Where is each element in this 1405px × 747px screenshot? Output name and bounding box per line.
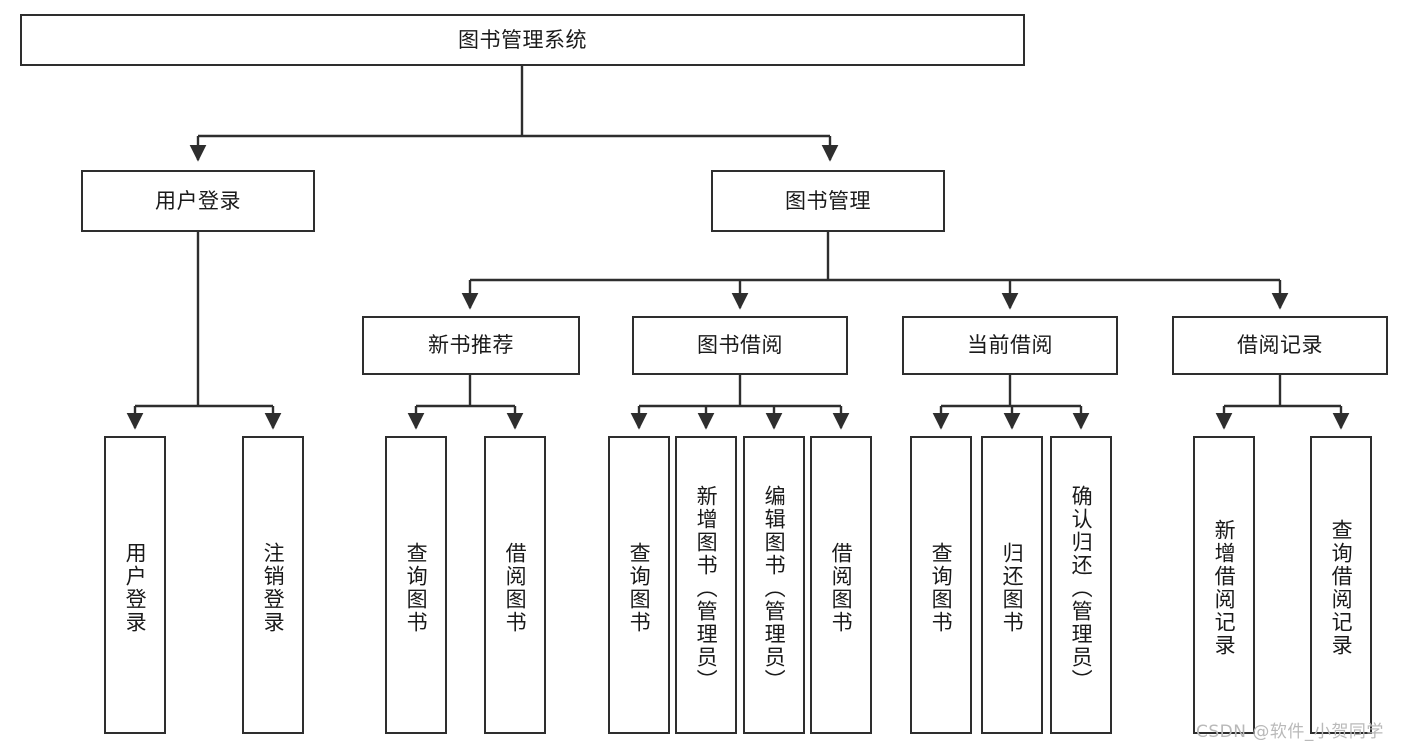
leaf-node-label: 编辑图书（管理员） (762, 484, 787, 692)
leaf-node[interactable]: 注销登录 (242, 436, 304, 734)
node-borrow-record-label: 借阅记录 (1237, 333, 1323, 358)
leaf-node-label: 查询图书 (404, 542, 429, 634)
leaf-node[interactable]: 查询借阅记录 (1310, 436, 1372, 734)
node-book-manage[interactable]: 图书管理 (711, 170, 945, 232)
leaf-node-label: 查询借阅记录 (1329, 519, 1354, 657)
leaf-node-label: 新增借阅记录 (1212, 519, 1237, 657)
leaf-node-label: 查询图书 (929, 542, 954, 634)
leaf-node[interactable]: 查询图书 (385, 436, 447, 734)
leaf-node-label: 注销登录 (261, 542, 286, 634)
leaf-node[interactable]: 归还图书 (981, 436, 1043, 734)
leaf-node[interactable]: 查询图书 (608, 436, 670, 734)
watermark-text: CSDN @软件_小贺同学 (1196, 722, 1384, 742)
leaf-node[interactable]: 新增借阅记录 (1193, 436, 1255, 734)
leaf-node-label: 新增图书（管理员） (694, 484, 719, 692)
node-new-book-rec-label: 新书推荐 (428, 333, 514, 358)
node-root[interactable]: 图书管理系统 (20, 14, 1025, 66)
leaf-node-label: 归还图书 (1000, 542, 1025, 634)
leaf-node-label: 用户登录 (123, 542, 148, 634)
node-book-borrow[interactable]: 图书借阅 (632, 316, 848, 375)
node-book-borrow-label: 图书借阅 (697, 333, 783, 358)
leaf-node-label: 借阅图书 (503, 542, 528, 634)
node-current-borrow[interactable]: 当前借阅 (902, 316, 1118, 375)
leaf-node[interactable]: 新增图书（管理员） (675, 436, 737, 734)
leaf-node[interactable]: 确认归还（管理员） (1050, 436, 1112, 734)
leaf-node-label: 确认归还（管理员） (1069, 484, 1094, 692)
node-new-book-rec[interactable]: 新书推荐 (362, 316, 580, 375)
node-user-login-label: 用户登录 (155, 188, 241, 213)
leaf-node[interactable]: 借阅图书 (484, 436, 546, 734)
leaf-node-label: 借阅图书 (829, 542, 854, 634)
leaf-node[interactable]: 借阅图书 (810, 436, 872, 734)
node-borrow-record[interactable]: 借阅记录 (1172, 316, 1388, 375)
node-root-label: 图书管理系统 (458, 27, 587, 52)
node-user-login[interactable]: 用户登录 (81, 170, 315, 232)
leaf-node-label: 查询图书 (627, 542, 652, 634)
leaf-node[interactable]: 查询图书 (910, 436, 972, 734)
node-current-borrow-label: 当前借阅 (967, 333, 1053, 358)
leaf-node[interactable]: 用户登录 (104, 436, 166, 734)
node-book-manage-label: 图书管理 (785, 188, 871, 213)
leaf-node[interactable]: 编辑图书（管理员） (743, 436, 805, 734)
